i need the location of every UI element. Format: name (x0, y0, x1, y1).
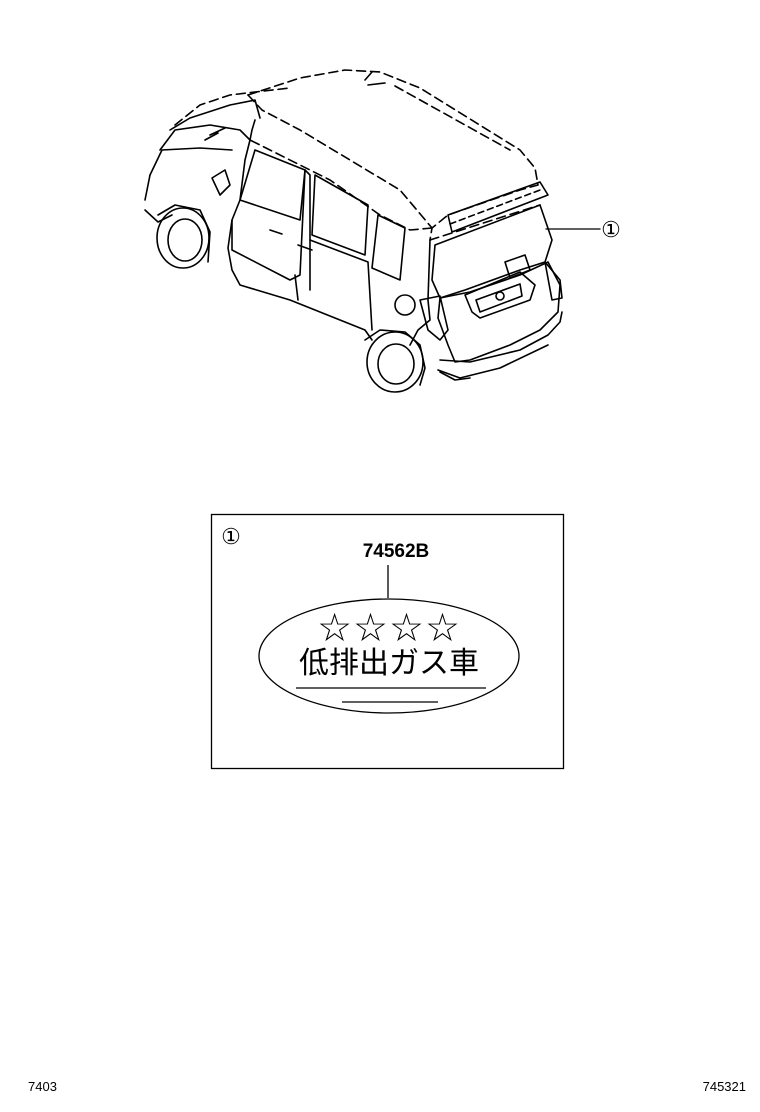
emission-label-stars: ☆☆☆☆ (317, 606, 461, 651)
vehicle-callout-number: ① (601, 217, 621, 242)
detail-box-callout: ① (221, 524, 241, 549)
part-number: 74562B (363, 541, 430, 562)
emission-label-oval (258, 598, 520, 714)
footer-left-code: 7403 (28, 1079, 57, 1094)
emission-label-text: 低排出ガス車 (299, 646, 479, 681)
vehicle-illustration (144, 69, 601, 393)
detail-box (210, 513, 565, 770)
footer-right-code: 745321 (702, 1079, 746, 1094)
